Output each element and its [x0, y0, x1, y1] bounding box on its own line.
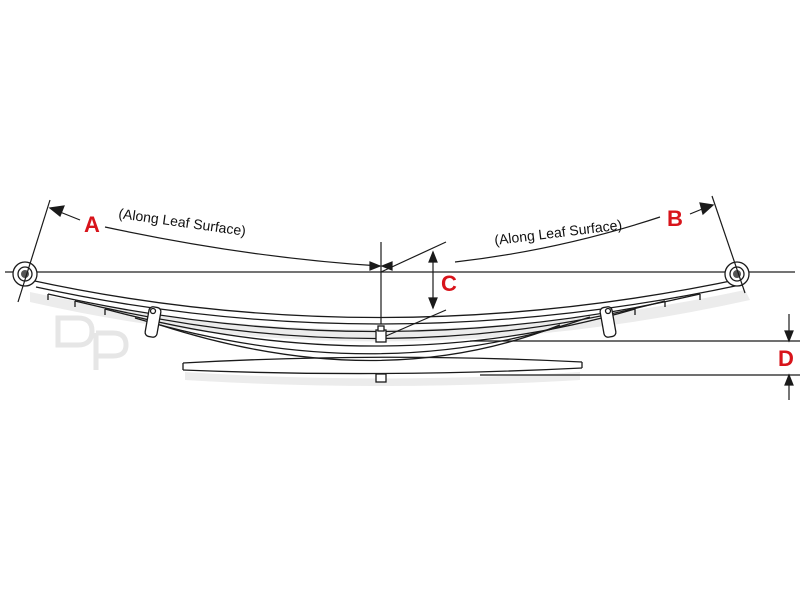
- leaf-pack: [29, 277, 746, 362]
- dimension-b: [454, 195, 746, 294]
- rebound-clip-left: [144, 306, 162, 338]
- dimension-c: [369, 241, 447, 337]
- rebound-clip-right: [599, 306, 617, 338]
- label-d: D: [778, 346, 794, 371]
- label-b: B: [667, 206, 683, 231]
- overload-leaf: [182, 356, 583, 375]
- note-b: (Along Leaf Surface): [493, 216, 622, 248]
- label-c: C: [441, 271, 457, 296]
- spring-shadow: [30, 290, 750, 342]
- dimension-a: [17, 199, 381, 303]
- rear-eye: [724, 261, 750, 287]
- center-bolt: [375, 325, 387, 383]
- dp-watermark-logo: [55, 315, 129, 370]
- dimension-d: [470, 314, 800, 400]
- label-a: A: [84, 212, 100, 237]
- front-eye: [12, 261, 38, 287]
